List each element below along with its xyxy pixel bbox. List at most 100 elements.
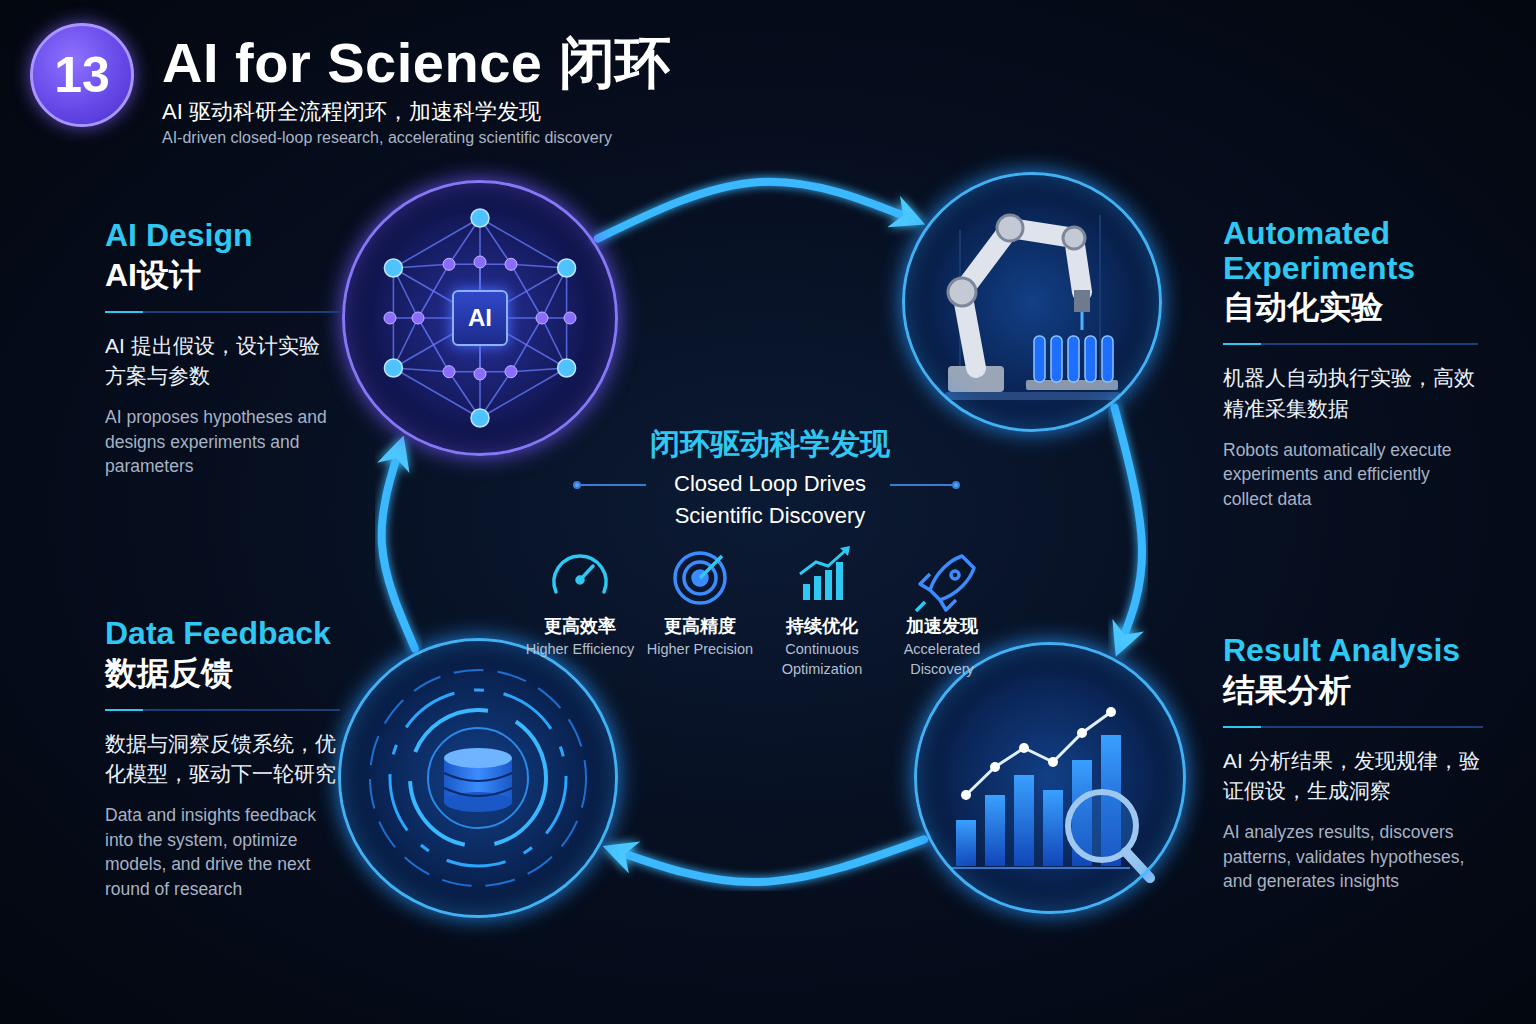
illustration-part [511,264,542,318]
illustration-part [342,180,618,456]
chip-label: AI [468,304,492,332]
illustration-part [384,259,402,277]
illustration-part [428,728,528,828]
illustration-part [961,790,971,800]
process-circle: Data Feedback数据反馈数据与洞察反馈系统，优化模型，驱动下一轮研究D… [338,638,618,918]
neural-network-icon [384,209,576,427]
illustration-part [1099,215,1101,385]
illustration-part [505,258,517,270]
text-panel: AI DesignAI设计AI 提出假设，设计实验方案与参数AI propose… [105,218,340,479]
illustration-part [412,312,424,324]
step-heading-cn: 结果分析 [1223,670,1483,710]
illustration-part [1085,336,1096,382]
illustration-part [985,795,1005,866]
illustration-part [444,748,512,768]
illustration-part [1014,775,1034,866]
text-panel: Result Analysis结果分析 AI 分析结果，发现规律，验证假设，生成洞… [1223,633,1483,894]
flow-arrow [1114,408,1142,648]
benefit-label-en: Continuous Optimization [757,640,887,679]
rocket-icon [916,556,974,611]
illustration-part [930,556,974,600]
illustration-part [536,312,548,324]
database-icon [370,670,586,886]
illustration-part [1043,790,1063,866]
illustration-part [1081,312,1084,330]
circle-grounds [338,172,1186,918]
step-description-cn: AI 分析结果，发现规律，验证假设，生成洞察 [1223,746,1483,807]
illustration-part [914,642,1186,914]
illustration-part [836,562,843,600]
illustration-part [393,368,480,418]
benefit-label-en: Higher Precision [640,640,760,660]
illustration-part [410,710,546,846]
step-description-cn: 机器人自动执行实验，高效精准采集数据 [1223,363,1478,424]
step-description-cn: 数据与洞察反馈系统，优化模型，驱动下一轮研究 [105,729,340,790]
illustration-part [474,256,486,268]
illustration-part [564,312,576,324]
illustration-part [1077,728,1087,738]
robot-arm-icon [945,215,1120,400]
illustration-part [951,571,959,579]
illustration-part [966,712,1111,795]
illustration-part [471,409,489,427]
illustration-part [443,366,455,378]
illustration-part [825,570,832,600]
step-heading-cn: 数据反馈 [105,653,340,693]
illustration-part [418,264,449,318]
illustration-part [511,318,542,372]
step-heading-en: Data Feedback [105,616,340,651]
illustration-part [444,773,512,796]
process-circle: Automated Experiments自动化实验机器人自动执行实验，高效精准… [902,172,1162,432]
benefit-label-cn: 更高效率 [525,614,635,638]
chart-icon [950,707,1150,878]
illustration-part [950,867,1130,869]
illustration-part [1048,757,1058,767]
illustration-part [577,577,583,583]
illustration-part [480,218,567,268]
accent-rule [1223,726,1483,728]
illustration-part [956,820,976,866]
step-description-cn: AI 提出假设，设计实验方案与参数 [105,331,340,392]
illustration-part [675,553,725,603]
illustration-part [962,228,1082,368]
text-panel: Automated Experiments自动化实验机器人自动执行实验，高效精准… [1223,216,1478,511]
illustration-part [505,366,517,378]
step-heading-cn: 自动化实验 [1223,287,1478,327]
step-heading-en: AI Design [105,218,340,253]
illustration-part [558,259,576,277]
process-circle: Result Analysis结果分析AI 分析结果，发现规律，验证假设，生成洞… [914,642,1186,914]
illustration-part [902,172,1162,432]
illustration-part [390,690,566,866]
growth-icon [800,546,850,600]
illustration-part [418,318,449,372]
illustration-part [890,484,956,486]
illustration-part [1102,336,1113,382]
target-icon [675,553,725,603]
illustration-part [480,368,567,418]
step-description-en: Robots automatically execute experiments… [1223,438,1478,512]
illustration-part [814,576,821,600]
step-description-en: AI proposes hypotheses and designs exper… [105,405,340,479]
center-heading-cn: 闭环驱动科学发现 [600,424,940,465]
illustration-part [471,209,489,227]
step-number-badge: 13 [30,23,134,127]
center-heading-en: Closed Loop Drives Scientific Discovery [655,468,885,532]
step-heading-en: Result Analysis [1223,633,1483,668]
illustration-part [577,484,646,486]
accent-rule [1223,343,1478,345]
illustration-part [384,312,396,324]
illustration-part [370,670,586,886]
illustration-part [800,550,846,574]
benefit-label-en: Accelerated Discovery [882,640,1002,679]
illustration-part [1063,227,1085,249]
callout-number: 13 [54,46,110,104]
benefit-label-en: Higher Efficiency [520,640,640,660]
text-panel: Data Feedback数据反馈数据与洞察反馈系统，优化模型，驱动下一轮研究D… [105,616,340,901]
illustration-part [1019,743,1029,753]
subtitle-cn: AI 驱动科研全流程闭环，加速科学发现 [162,97,862,127]
illustration-part [700,556,722,578]
illustration-part [840,546,850,556]
illustration-part [945,392,1120,400]
benefit-label-cn: 加速发现 [887,614,997,638]
